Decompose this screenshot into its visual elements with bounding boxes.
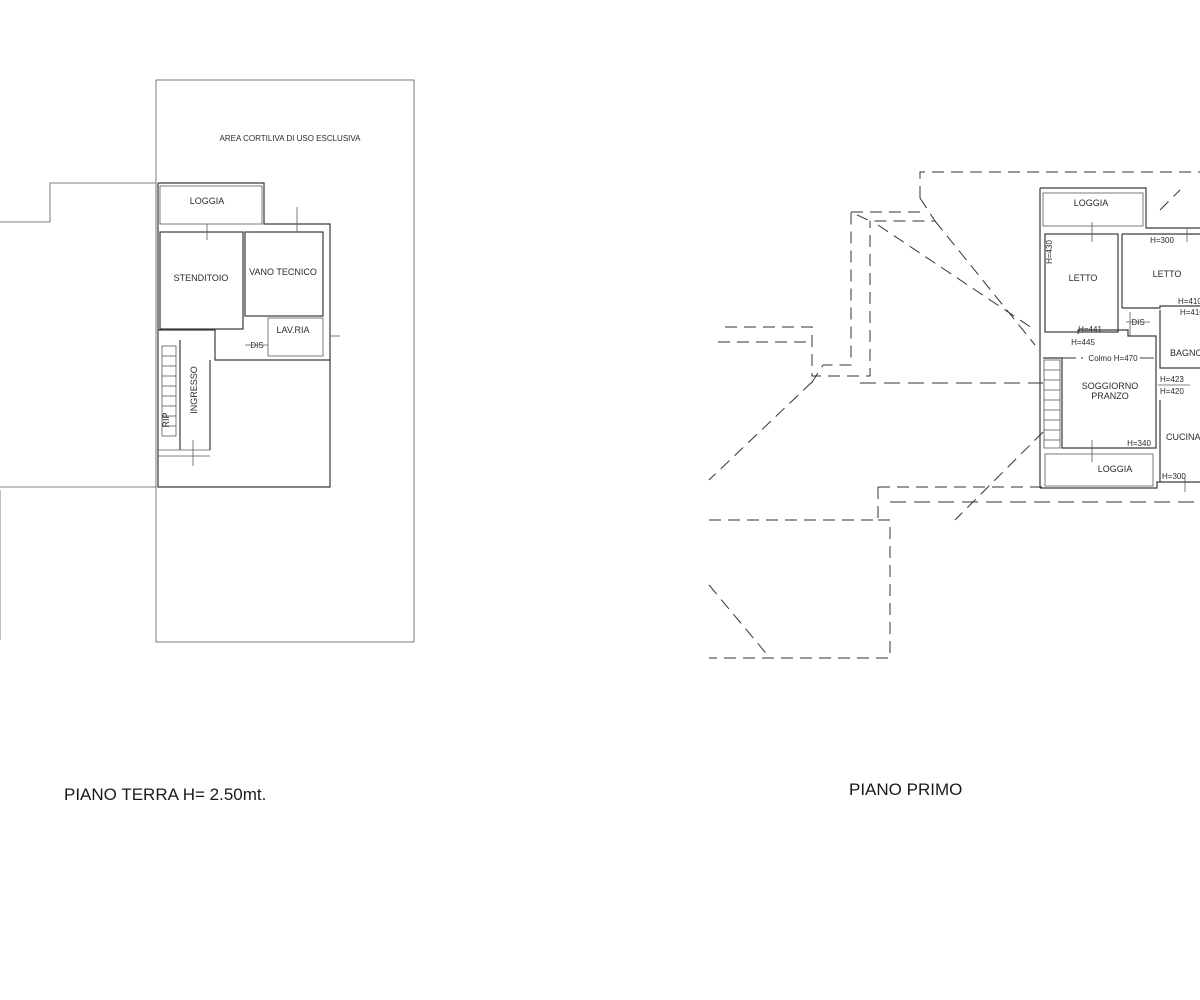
- gf-loggia-box: [159, 185, 263, 225]
- gf-loggia-label: LOGGIA: [190, 196, 225, 206]
- gf-dis-label: DIS: [250, 341, 263, 350]
- gf-stenditoio-box: [159, 231, 244, 330]
- ff-roof-outline-4: [725, 221, 871, 377]
- ff-colmo-label: Colmo H=470: [1088, 354, 1138, 363]
- ground-floor-plan: AREA CORTILIVA DI USO ESCLUSIVA LOGGIA S…: [0, 79, 415, 643]
- ff-h441-label: H=441: [1078, 325, 1102, 334]
- ff-letto-right-bottom: [1122, 305, 1200, 309]
- ff-hip-1: [934, 220, 1036, 346]
- ff-letto-left-box: [1044, 233, 1119, 333]
- ff-h410b-label: H=410: [1180, 308, 1200, 317]
- ff-soggiorno-walls: [1043, 329, 1157, 449]
- courtyard-label: AREA CORTILIVA DI USO ESCLUSIVA: [220, 134, 362, 143]
- ff-letto-left-label: LETTO: [1069, 273, 1098, 283]
- ff-hip-4: [954, 431, 1044, 521]
- ff-loggia-top-label: LOGGIA: [1074, 198, 1109, 208]
- ff-roof-outline-2: [808, 197, 936, 388]
- gf-lavanderia-box: [267, 317, 324, 357]
- ff-h300-bottom-label: H=300: [1162, 472, 1186, 481]
- ff-bagno-walls: [1159, 310, 1200, 369]
- gf-vano-tecnico-label: VANO TECNICO: [249, 267, 317, 277]
- ff-loggia-bottom-box: [1044, 453, 1154, 487]
- ff-hip-3: [708, 381, 813, 481]
- first-floor-plan: LOGGIA LETTO H=430 LETTO H=300 H=410 H=4…: [708, 171, 1200, 659]
- ff-cucina-label: CUCINA: [1166, 432, 1200, 442]
- ff-colmo-bg: [1088, 353, 1140, 363]
- ground-floor-caption: PIANO TERRA H= 2.50mt.: [64, 785, 267, 804]
- ff-hip-6: [1159, 189, 1181, 211]
- ff-letto-right-label: LETTO: [1153, 269, 1182, 279]
- first-floor-caption: PIANO PRIMO: [849, 780, 963, 799]
- ff-stairs: [1043, 359, 1061, 449]
- ff-loggia-top-box: [1042, 192, 1144, 227]
- ff-h423-label: H=423: [1160, 375, 1184, 384]
- ff-building-top: [1040, 187, 1200, 229]
- gf-rip-label: RIP: [161, 412, 171, 427]
- gf-stenditoio-label: STENDITOIO: [174, 273, 229, 283]
- gf-vano-tecnico-box: [244, 231, 324, 317]
- gf-stairs: [161, 345, 177, 437]
- ff-h410a-label: H=410: [1178, 297, 1200, 306]
- ff-roof-outline-7: [709, 487, 879, 521]
- courtyard-outline: [155, 79, 415, 643]
- ff-pranzo-label: PRANZO: [1091, 391, 1129, 401]
- ff-hip-2: [877, 224, 1036, 331]
- ff-h340-label: H=340: [1127, 439, 1151, 448]
- ff-bagno-label: BAGNO: [1170, 348, 1200, 358]
- ff-hip-5: [708, 584, 771, 659]
- ff-soggiorno-label: SOGGIORNO: [1082, 381, 1139, 391]
- gf-ingresso-label: INGRESSO: [189, 366, 199, 414]
- ff-roof-outline-1: [919, 171, 1200, 198]
- ground-building-outline: [157, 182, 331, 488]
- ff-roof-outline-8: [709, 519, 891, 659]
- ff-h430-label: H=430: [1045, 240, 1054, 264]
- ff-dis-label: DIS: [1131, 318, 1144, 327]
- gf-partition-1: [158, 329, 330, 361]
- ff-loggia-bottom-label: LOGGIA: [1098, 464, 1133, 474]
- gf-lavanderia-label: LAV.RIA: [276, 325, 309, 335]
- ff-building-bottom: [1040, 481, 1200, 489]
- ff-h445-label: H=445: [1071, 338, 1095, 347]
- left-boundary-line: [0, 182, 156, 223]
- ff-h420-label: H=420: [1160, 387, 1184, 396]
- ff-h300-top-label: H=300: [1150, 236, 1174, 245]
